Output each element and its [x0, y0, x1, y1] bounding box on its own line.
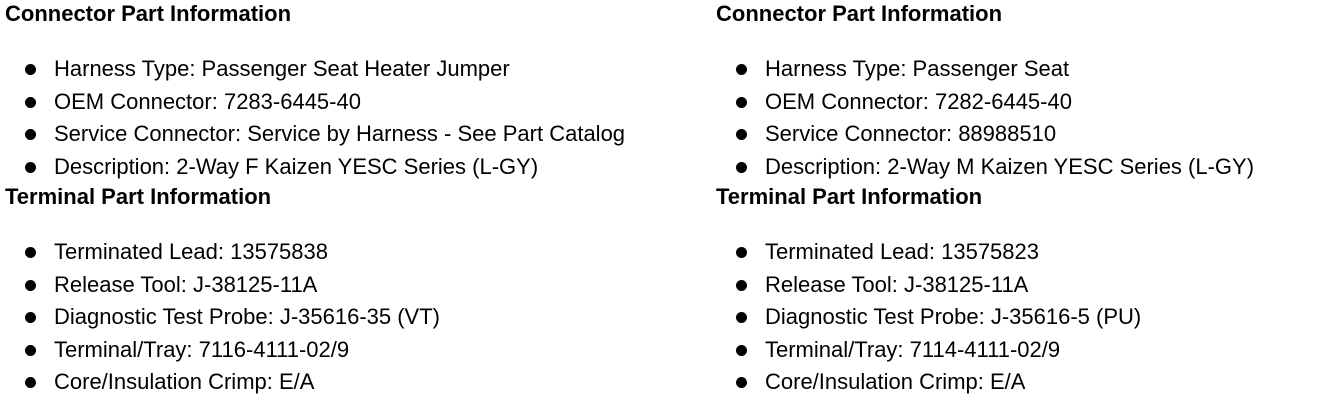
left-terminal-section: Terminal Part Information Terminated Lea…	[5, 183, 635, 399]
left-terminal-list: Terminated Lead: 13575838 Release Tool: …	[5, 236, 635, 399]
list-item: Harness Type: Passenger Seat	[716, 53, 1344, 86]
list-item: Core/Insulation Crimp: E/A	[716, 366, 1344, 399]
right-connector-section: Connector Part Information Harness Type:…	[716, 0, 1344, 183]
left-connector-list: Harness Type: Passenger Seat Heater Jump…	[5, 53, 635, 183]
right-terminal-title: Terminal Part Information	[716, 184, 983, 209]
right-connector-list: Harness Type: Passenger Seat OEM Connect…	[716, 53, 1344, 183]
right-connector-title: Connector Part Information	[716, 1, 1003, 26]
list-item: Release Tool: J-38125-11A	[716, 269, 1344, 302]
left-column: Connector Part Information Harness Type:…	[5, 0, 635, 399]
list-item: Terminated Lead: 13575823	[716, 236, 1344, 269]
right-terminal-list: Terminated Lead: 13575823 Release Tool: …	[716, 236, 1344, 399]
list-item: Terminated Lead: 13575838	[5, 236, 635, 269]
list-item: Terminal/Tray: 7114-4111-02/9	[716, 334, 1344, 367]
left-connector-section: Connector Part Information Harness Type:…	[5, 0, 635, 183]
list-item: Harness Type: Passenger Seat Heater Jump…	[5, 53, 635, 86]
list-item: Core/Insulation Crimp: E/A	[5, 366, 635, 399]
list-item: Terminal/Tray: 7116-4111-02/9	[5, 334, 635, 367]
right-terminal-section: Terminal Part Information Terminated Lea…	[716, 183, 1344, 399]
list-item: Release Tool: J-38125-11A	[5, 269, 635, 302]
list-item: Diagnostic Test Probe: J-35616-5 (PU)	[716, 301, 1344, 334]
list-item: Service Connector: 88988510	[716, 118, 1344, 151]
right-column: Connector Part Information Harness Type:…	[716, 0, 1344, 399]
list-item: Description: 2-Way M Kaizen YESC Series …	[716, 151, 1344, 184]
left-terminal-title: Terminal Part Information	[5, 184, 272, 209]
list-item: OEM Connector: 7283-6445-40	[5, 86, 635, 119]
left-connector-title: Connector Part Information	[5, 1, 292, 26]
list-item: Description: 2-Way F Kaizen YESC Series …	[5, 151, 635, 184]
list-item: OEM Connector: 7282-6445-40	[716, 86, 1344, 119]
list-item: Service Connector: Service by Harness - …	[5, 118, 635, 151]
list-item: Diagnostic Test Probe: J-35616-35 (VT)	[5, 301, 635, 334]
